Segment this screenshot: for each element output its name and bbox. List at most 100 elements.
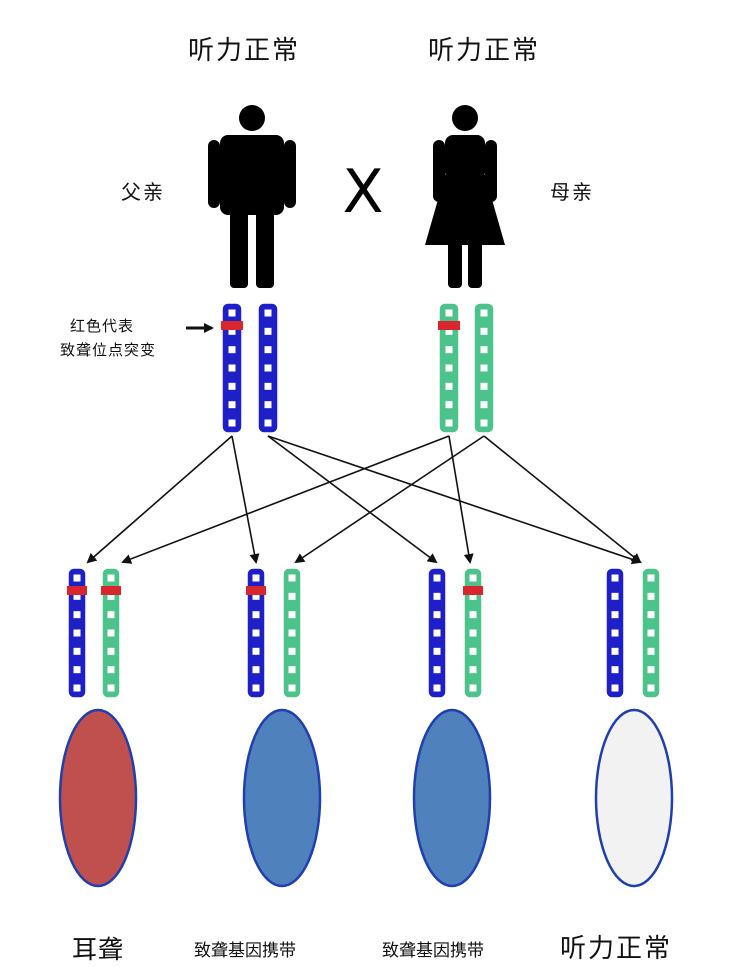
mutation-site xyxy=(221,321,243,330)
chromosome-band xyxy=(228,401,236,409)
inheritance-arrow xyxy=(231,435,260,564)
inheritance-arrow xyxy=(294,435,485,564)
mutation-site xyxy=(67,586,87,595)
chromosome-band xyxy=(252,629,260,637)
chromosome-band xyxy=(228,419,236,427)
chromosome-band xyxy=(288,647,296,655)
chromosome-band xyxy=(480,364,488,372)
inheritance-arrow xyxy=(483,435,642,564)
chromosome-band xyxy=(480,419,488,427)
chromosome-band xyxy=(433,647,441,655)
child-4-mother-chromosome xyxy=(641,567,661,699)
chromosome-band xyxy=(469,592,477,600)
inheritance-arrow xyxy=(121,435,450,564)
chromosome-band xyxy=(228,364,236,372)
chromosome-band xyxy=(433,592,441,600)
chromosome-band xyxy=(480,382,488,390)
chromosome-band xyxy=(228,327,236,335)
cross-symbol: X xyxy=(342,157,383,227)
chromosome-band xyxy=(611,574,619,582)
chromosome-band xyxy=(107,666,115,674)
chromosome-band xyxy=(433,611,441,619)
mutation-site xyxy=(246,586,266,595)
chromosome-band xyxy=(480,327,488,335)
chromosome-band xyxy=(445,401,453,409)
chromosome-band xyxy=(433,574,441,582)
chromosome-band xyxy=(288,684,296,692)
child-2-father-chromosome xyxy=(246,567,266,699)
chromosome-band xyxy=(469,684,477,692)
chromosome-band xyxy=(264,327,272,335)
offspring-4-label: 听力正常 xyxy=(560,934,673,964)
inheritance-arrow xyxy=(86,435,233,564)
chromosome-band xyxy=(264,382,272,390)
chromosome-band xyxy=(264,346,272,354)
chromosome-band xyxy=(252,611,260,619)
offspring-2-label: 致聋基因携带 xyxy=(194,941,296,961)
chromosome-band xyxy=(469,574,477,582)
chromosome-band xyxy=(480,401,488,409)
chromosome-band xyxy=(611,666,619,674)
child-3-mother-chromosome xyxy=(463,567,483,699)
chromosome-band xyxy=(611,592,619,600)
chromosome-band xyxy=(611,629,619,637)
chromosome-band xyxy=(264,401,272,409)
chromosome-band xyxy=(107,647,115,655)
chromosome-band xyxy=(469,647,477,655)
chromosome-band xyxy=(228,309,236,317)
chromosome-band xyxy=(445,419,453,427)
chromosome-band xyxy=(252,574,260,582)
mutation-site xyxy=(101,586,121,595)
chromosome-band xyxy=(445,364,453,372)
chromosome-band xyxy=(264,419,272,427)
chromosome-band xyxy=(73,684,81,692)
chromosome-band xyxy=(647,666,655,674)
chromosome-band xyxy=(445,382,453,390)
chromosome-band xyxy=(107,592,115,600)
child-1-father-chromosome xyxy=(67,567,87,699)
chromosome-band xyxy=(647,592,655,600)
chromosome-band xyxy=(73,666,81,674)
chromosome-band xyxy=(647,611,655,619)
chromosome-band xyxy=(252,592,260,600)
inheritance-arrow xyxy=(267,435,642,565)
chromosome-band xyxy=(288,629,296,637)
chromosome-band xyxy=(433,629,441,637)
chromosome-band xyxy=(469,666,477,674)
legend-line-1: 红色代表 xyxy=(70,317,135,335)
child-4-father-chromosome xyxy=(605,567,625,699)
offspring-phenotypes xyxy=(58,708,674,888)
mother-chromosome-mutant xyxy=(438,302,460,434)
child-2-mother-chromosome xyxy=(282,567,302,699)
inheritance-arrows xyxy=(86,435,642,565)
chromosome-band xyxy=(288,574,296,582)
inheritance-arrow xyxy=(267,435,438,564)
legend-line-2: 致聋位点突变 xyxy=(60,341,157,359)
chromosome-band xyxy=(445,327,453,335)
offspring-1-phenotype-ellipse xyxy=(58,708,138,888)
chromosome-band xyxy=(107,611,115,619)
chromosome-band xyxy=(107,684,115,692)
chromosome-band xyxy=(252,684,260,692)
chromosome-band xyxy=(647,684,655,692)
chromosome-band xyxy=(445,346,453,354)
chromosome-band xyxy=(228,346,236,354)
man-figure-icon xyxy=(208,105,296,288)
chromosome-band xyxy=(264,309,272,317)
chromosome-band xyxy=(288,666,296,674)
father-chromosome-normal xyxy=(257,302,279,434)
chromosome-band xyxy=(288,611,296,619)
chromosome-band xyxy=(73,647,81,655)
chromosome-band xyxy=(73,574,81,582)
chromosome-band xyxy=(228,382,236,390)
chromosome-band xyxy=(480,309,488,317)
offspring-3-phenotype-ellipse xyxy=(412,708,492,888)
legend-note: 红色代表 致聋位点突变 xyxy=(60,314,156,362)
chromosome-band xyxy=(611,684,619,692)
parent-chromosomes xyxy=(221,302,495,434)
chromosome-band xyxy=(73,592,81,600)
mother-label: 母亲 xyxy=(550,180,594,204)
chromosome-band xyxy=(107,574,115,582)
chromosome-band xyxy=(469,629,477,637)
